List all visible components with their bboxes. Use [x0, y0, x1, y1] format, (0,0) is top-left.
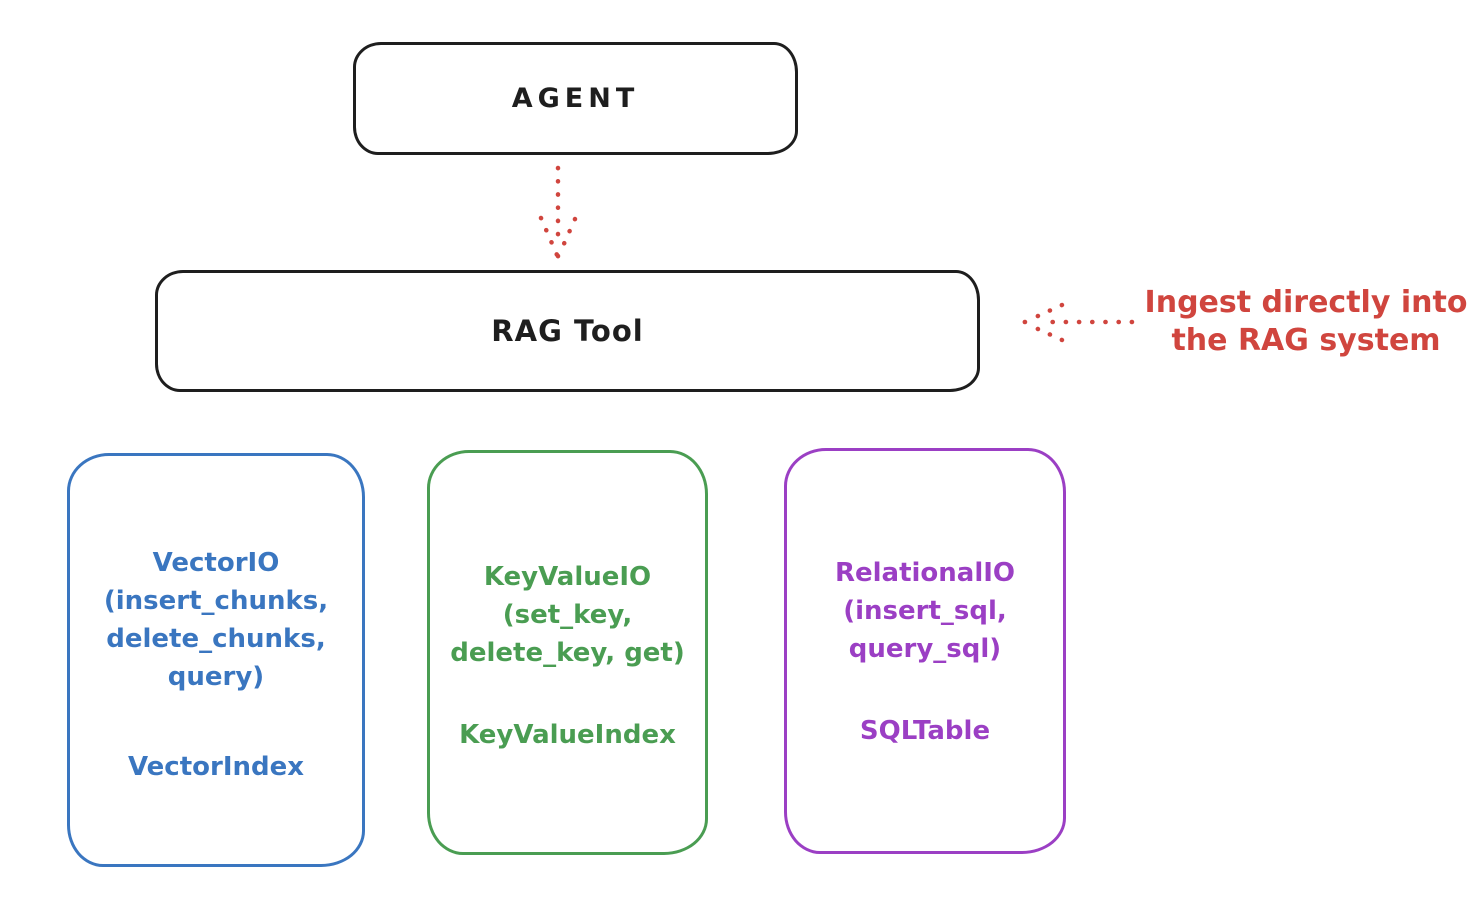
text-line: (set_key,	[502, 600, 633, 630]
text-line: (insert_chunks,	[103, 586, 329, 616]
sql-table-label: SQLTable	[859, 716, 991, 746]
vector-index-label: VectorIndex	[127, 752, 305, 782]
text-line: KeyValueIO	[483, 562, 652, 592]
text-line: RelationalIO	[834, 558, 1016, 588]
text-line: query_sql)	[848, 634, 1002, 664]
text-line: query)	[167, 662, 265, 692]
text-line: delete_chunks,	[106, 624, 326, 654]
rag-tool-node: RAG Tool	[155, 270, 980, 392]
key-value-io-methods: KeyValueIO (set_key, delete_key, get)	[430, 558, 705, 672]
storage-box-relational-io: RelationalIO (insert_sql, query_sql) SQLTa…	[784, 448, 1066, 854]
relational-io-methods: RelationalIO (insert_sql, query_sql)	[787, 554, 1063, 668]
storage-box-vector-io: VectorIO (insert_chunks, delete_chunks,que…	[67, 453, 365, 867]
agent-to-ragtool-arrow	[538, 165, 578, 260]
agent-node: AGENT	[353, 42, 798, 155]
rag-tool-label: RAG Tool	[491, 314, 644, 348]
agent-label: AGENT	[511, 83, 640, 114]
ingest-annotation-line2: the RAG system	[1171, 323, 1441, 358]
text-line: VectorIO	[152, 548, 280, 578]
ingest-annotation-line1: Ingest directly into	[1144, 285, 1468, 320]
key-value-index-label: KeyValueIndex	[459, 720, 676, 750]
text-line: (insert_sql,	[843, 596, 1007, 626]
ingest-to-ragtool-arrow	[1021, 302, 1135, 343]
text-line: delete_key, get)	[450, 638, 685, 668]
storage-box-key-value-io: KeyValueIO (set_key, delete_key, get) KeyV…	[427, 450, 708, 855]
vector-io-methods: VectorIO (insert_chunks, delete_chunks,que…	[70, 544, 362, 696]
ingest-annotation: Ingest directly into the RAG system	[1128, 284, 1484, 360]
